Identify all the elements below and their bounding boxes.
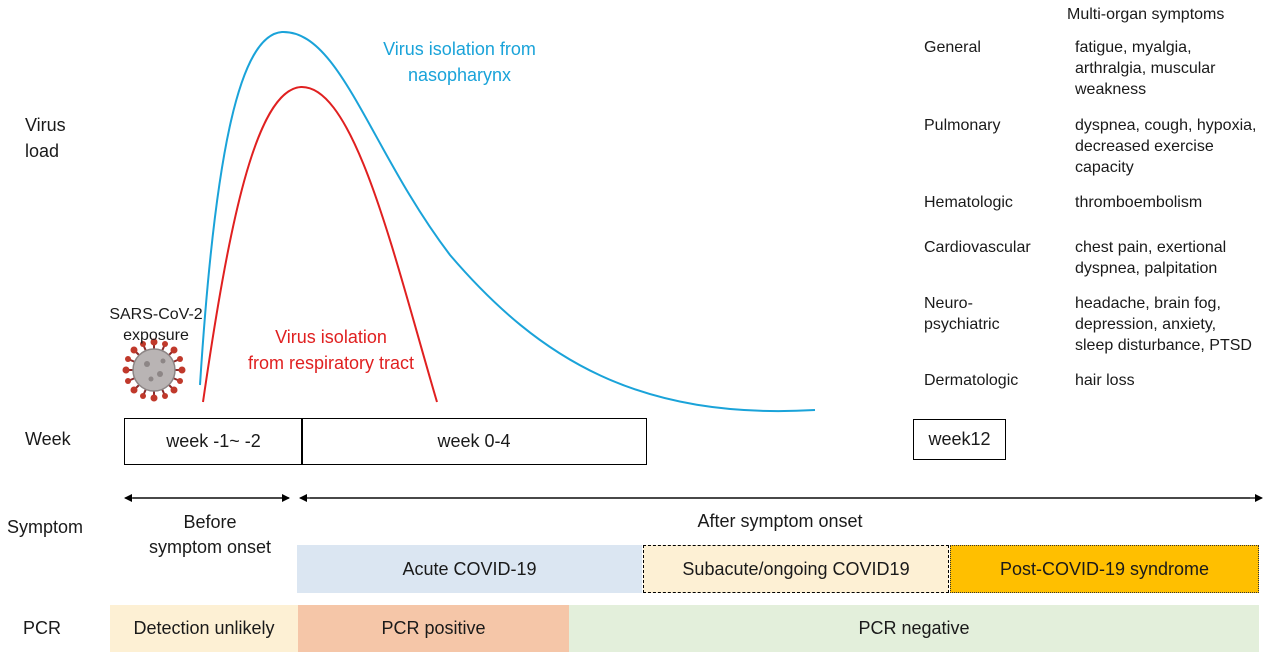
exposure-label: SARS-CoV-2 exposure — [109, 306, 203, 344]
pcr-label: PCR — [23, 618, 62, 638]
virus-load-label: Virus load — [25, 115, 66, 161]
symptom-band-post-covid: Post-COVID-19 syndrome — [950, 545, 1259, 593]
before-onset-label: Before symptom onset — [148, 512, 272, 557]
week-box-acute: week 0-4 — [301, 418, 647, 465]
symptom-label: Symptom — [7, 517, 84, 537]
organ-symptoms-neuropsychiatric: headache, brain fog, depression, anxiety… — [1075, 295, 1252, 354]
organ-system-dermatologic: Dermatologic — [924, 372, 1019, 389]
organ-symptoms-pulmonary: dyspnea, cough, hypoxia, decreased exerc… — [1075, 117, 1257, 176]
pcr-band-positive: PCR positive — [298, 605, 569, 652]
organ-symptoms-general: fatigue, myalgia, arthralgia, muscular w… — [1075, 39, 1216, 98]
after-onset-label: After symptom onset — [697, 511, 863, 531]
organ-system-pulmonary: Pulmonary — [924, 117, 1001, 134]
organ-symptoms-hematologic: thromboembolism — [1075, 194, 1203, 211]
week-box-12: week12 — [913, 419, 1006, 460]
organ-system-general: General — [924, 39, 981, 56]
organ-system-hematologic: Hematologic — [924, 194, 1013, 211]
week-label: Week — [25, 429, 71, 449]
symptom-band-subacute: Subacute/ongoing COVID19 — [643, 545, 949, 593]
organ-system-cardiovascular: Cardiovascular — [924, 239, 1031, 256]
symptom-band-acute: Acute COVID-19 — [297, 545, 642, 593]
multi-organ-title: Multi-organ symptoms — [1067, 6, 1225, 23]
nasopharynx-label: Virus isolation from nasopharynx — [383, 39, 536, 85]
organ-system-neuropsychiatric: Neuro- psychiatric — [924, 295, 1000, 333]
organ-symptoms-cardiovascular: chest pain, exertional dyspnea, palpitat… — [1075, 239, 1227, 277]
respiratory-tract-curve — [202, 85, 438, 403]
coronavirus-icon — [122, 338, 186, 402]
respiratory-tract-label: Virus isolation from respiratory tract — [247, 327, 415, 373]
pcr-band-detection-unlikely: Detection unlikely — [110, 605, 298, 652]
nasopharynx-curve — [199, 30, 816, 412]
pcr-band-negative: PCR negative — [569, 605, 1259, 652]
week-box-before: week -1~ -2 — [124, 418, 303, 465]
organ-symptoms-dermatologic: hair loss — [1075, 372, 1135, 389]
